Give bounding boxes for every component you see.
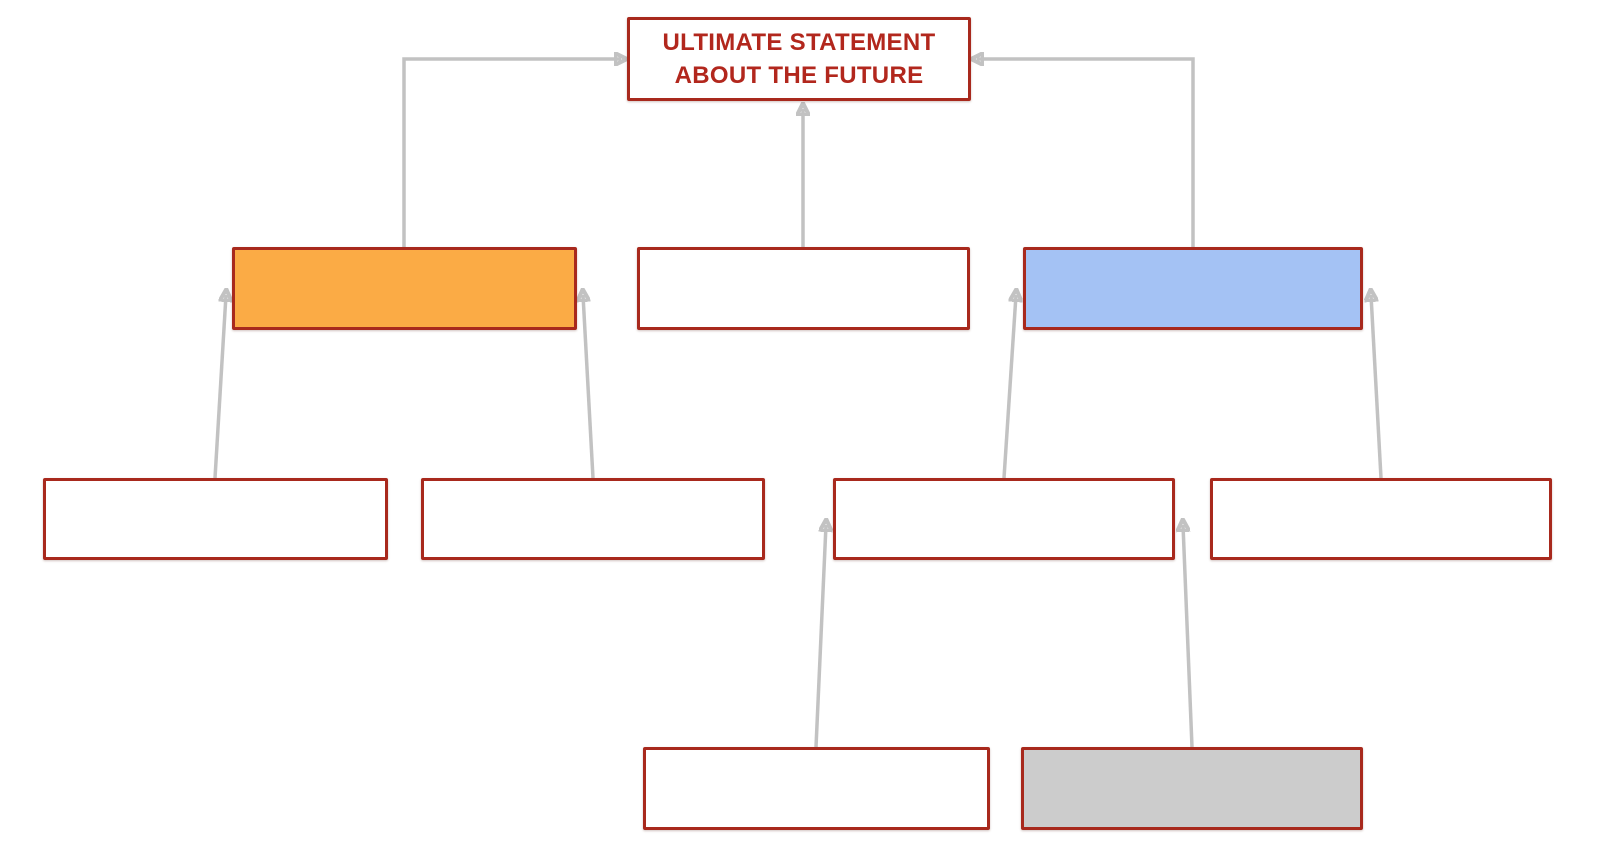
support-box-right-1 <box>833 478 1175 560</box>
connector-bottom-gray-to-right-child-1 <box>1183 525 1194 748</box>
base-box-white <box>643 747 990 830</box>
premise-box-blue <box>1023 247 1363 330</box>
connector-left-child-2-to-orange <box>583 295 595 479</box>
connector-left-child-1-to-orange <box>213 295 226 479</box>
support-box-left-1 <box>43 478 388 560</box>
support-box-right-2 <box>1210 478 1552 560</box>
root-statement-box: ULTIMATE STATEMENT ABOUT THE FUTURE <box>627 17 971 101</box>
connector-bottom-white-to-right-child-1 <box>814 525 826 748</box>
premise-box-orange <box>232 247 577 330</box>
premise-box-center <box>637 247 970 330</box>
connector-right-child-1-to-blue <box>1002 295 1016 479</box>
connector-right-child-2-to-blue <box>1371 295 1383 479</box>
root-statement-label: ULTIMATE STATEMENT ABOUT THE FUTURE <box>662 29 936 89</box>
base-box-gray <box>1021 747 1363 830</box>
connector-orange-to-root <box>402 59 621 247</box>
support-box-left-2 <box>421 478 765 560</box>
connector-blue-to-root <box>977 59 1195 247</box>
